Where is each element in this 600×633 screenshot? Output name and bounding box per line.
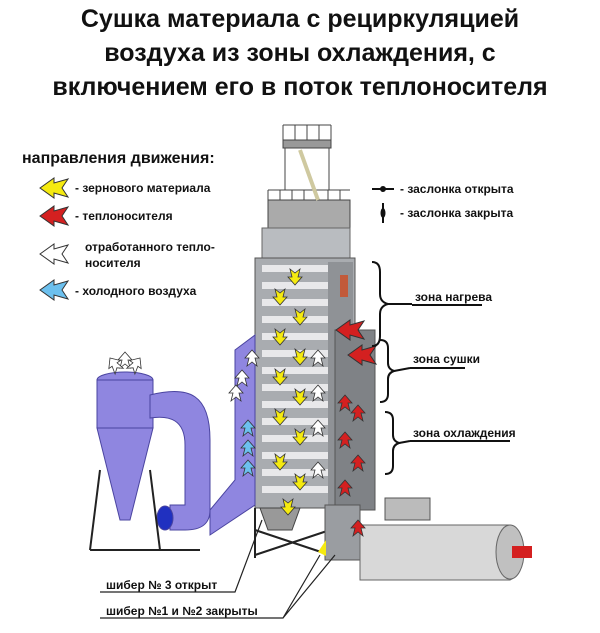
legend-damper-closed: - заслонка закрыта [400,206,514,220]
gates-1-2-callout: шибер №1 и №2 закрыты [106,604,258,618]
title-line-3: включением его в поток теплоносителя [52,73,548,101]
louver-slat [262,299,328,306]
damper-closed-icon [380,203,386,223]
louver-slat [262,367,328,374]
legend-exhaust: отработанного тепло- носителя [85,239,215,271]
zone-drying-label: зона сушки [413,352,480,366]
heat-carrier-arrow-icon [39,205,69,227]
legend-grain: - зернового материала [75,181,211,195]
legend-exhaust-line2: носителя [85,256,141,270]
louver-slat [262,401,328,408]
title-line-2: воздуха из зоны охлаждения, с [104,39,496,67]
grain-arrow-icon [39,177,69,199]
burner-furnace [359,497,532,581]
damper-open-icon [372,186,394,192]
louver-slat [262,265,328,272]
louver-slat [262,486,328,493]
exhaust-arrow-icon [39,243,69,265]
cold-air-arrow-icon [39,279,69,301]
louver-slat [262,333,328,340]
zone-heating-label: зона нагрева [415,290,493,304]
louver-slat [262,384,328,391]
callout-lines [100,519,336,619]
gate-3-callout: шибер № 3 открыт [106,578,218,592]
legend-heading: направления движения: [22,150,215,167]
legend-heat-carrier: - теплоносителя [75,209,173,223]
cyclone [89,334,256,551]
louver-slat [262,452,328,459]
louver-slat [262,350,328,357]
louver-slat [262,418,328,425]
top-platform [267,124,351,231]
diagram-title: Сушка материала с рециркуляцией воздуха … [0,2,600,104]
title-line-1: Сушка материала с рециркуляцией [80,5,520,33]
legend-cold-air: - холодного воздуха [75,284,197,298]
louver-slat [262,469,328,476]
zone-braces [371,261,510,475]
legend-damper-open: - заслонка открыта [400,182,514,196]
legend-exhaust-line1: отработанного тепло- [85,240,215,254]
zone-cooling-label: зона охлаждения [413,426,516,440]
louver-slat [262,282,328,289]
